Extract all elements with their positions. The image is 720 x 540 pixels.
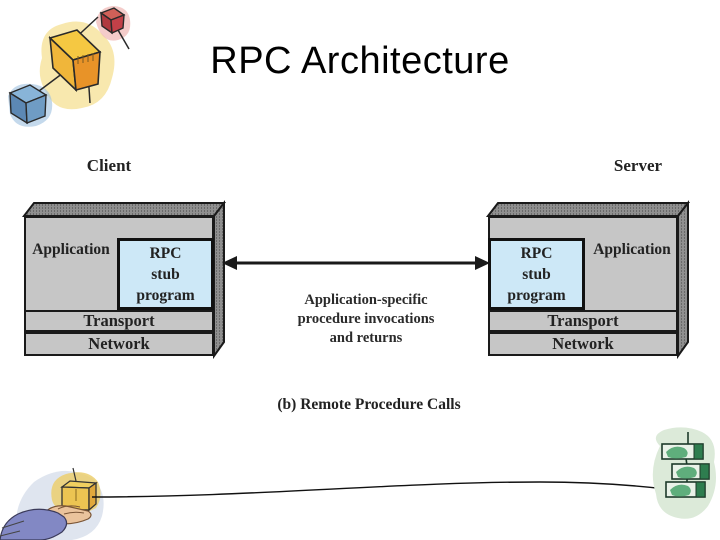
client-label: Client <box>86 156 132 175</box>
client-box-3d-faces <box>21 200 227 360</box>
server-transport-band: Transport <box>488 310 678 332</box>
figure-caption: (b) Remote Procedure Calls <box>277 396 461 413</box>
arrow-annotation: Application-specific procedure invocatio… <box>297 292 435 346</box>
client-rpc-stub-box: RPC stub program <box>117 238 214 310</box>
connection-line <box>91 481 667 498</box>
stacked-components-illustration <box>652 427 716 519</box>
hand-holding-box-illustration <box>0 467 104 540</box>
server-application-label: Application <box>593 241 671 258</box>
server-box-3d-faces <box>485 200 691 360</box>
client-application-label: Application <box>32 241 110 258</box>
network-cubes-illustration <box>8 6 131 127</box>
slide-title: RPC Architecture <box>210 40 510 82</box>
client-network-band: Network <box>24 332 214 356</box>
server-network-band: Network <box>488 332 678 356</box>
client-transport-band: Transport <box>24 310 214 332</box>
server-label: Server <box>613 156 663 175</box>
rpc-double-arrow <box>222 256 490 270</box>
server-rpc-stub-box: RPC stub program <box>488 238 585 310</box>
